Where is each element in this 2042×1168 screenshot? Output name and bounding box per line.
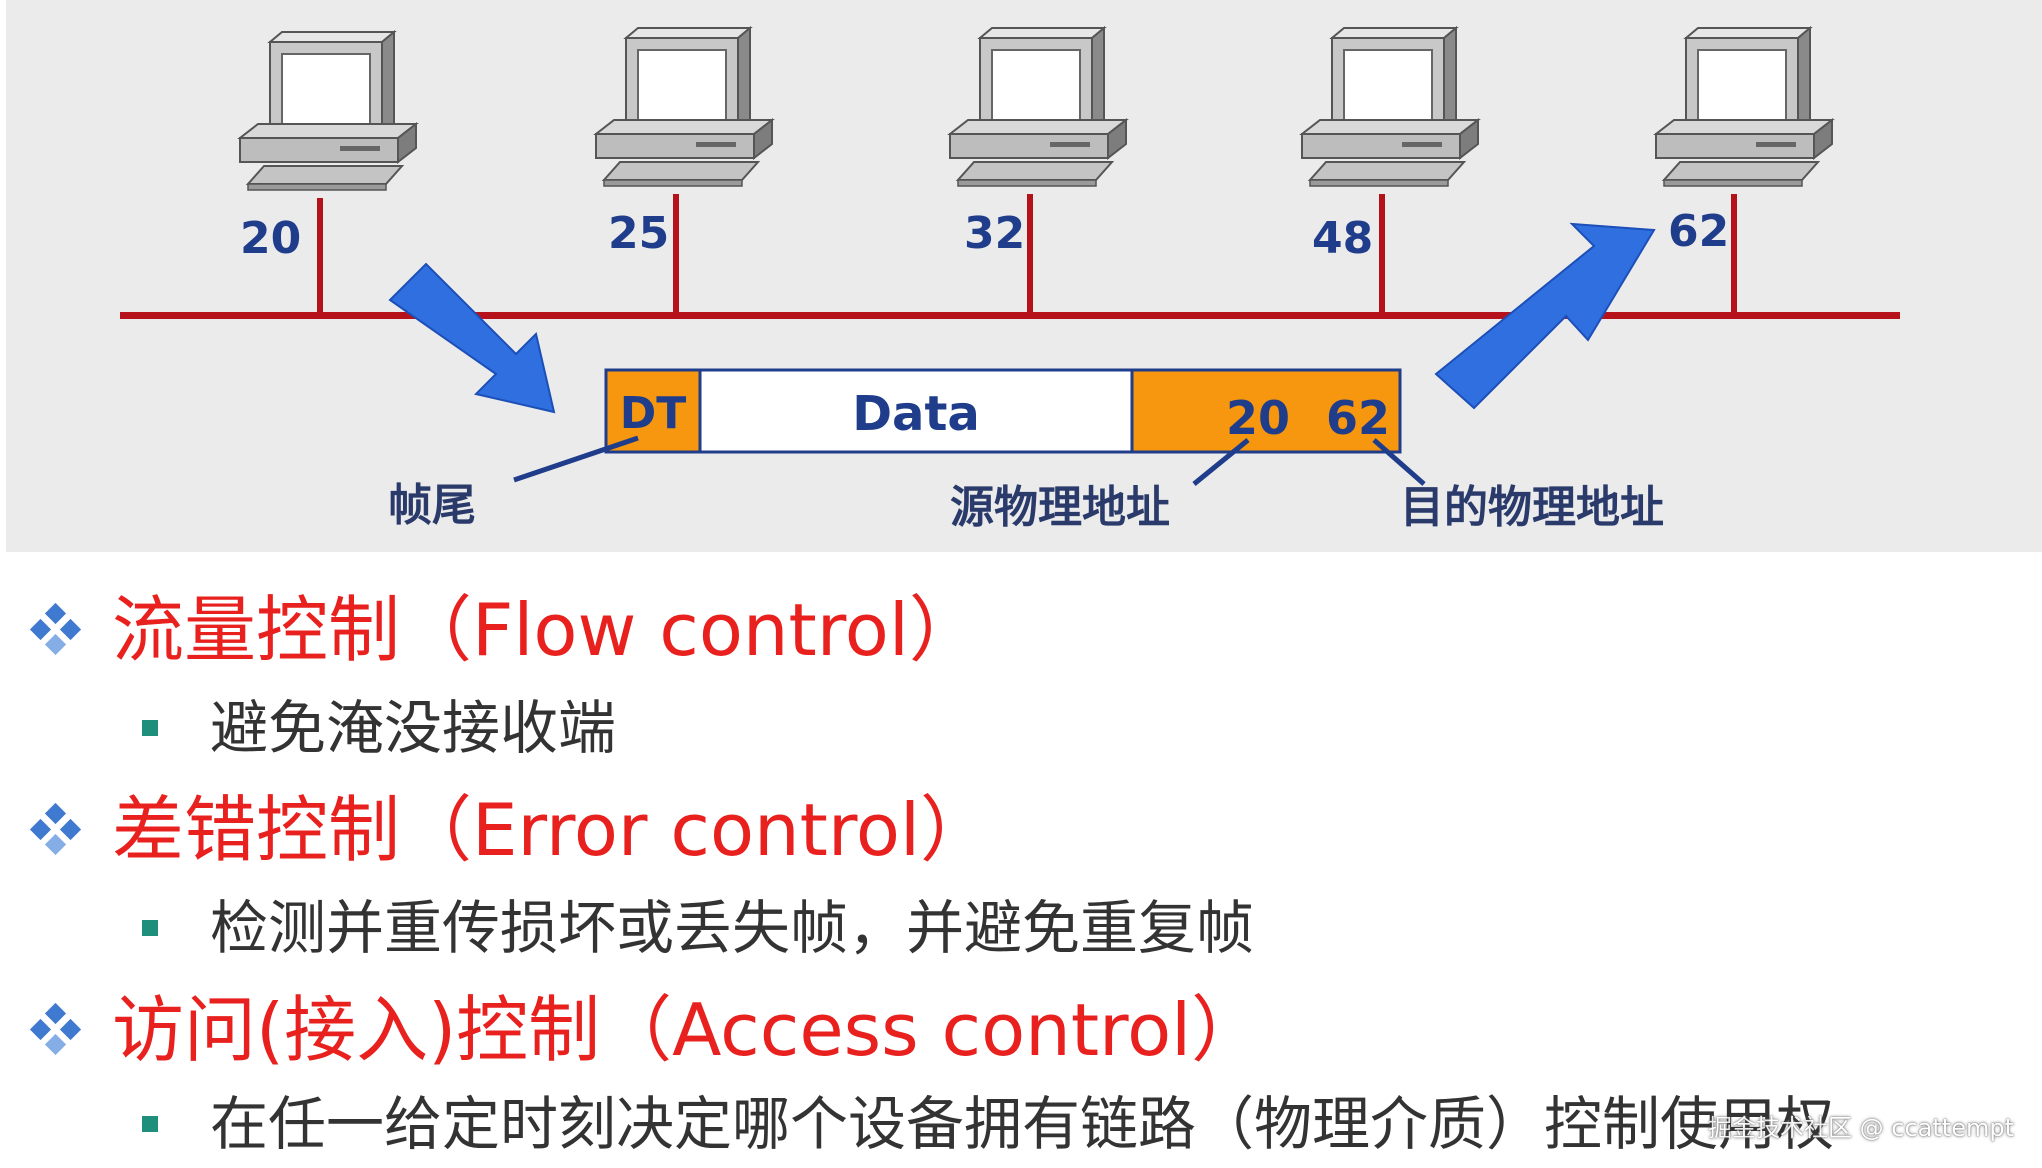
send-arrow-icon bbox=[388, 262, 556, 414]
bus-network-diagram: 20 25 32 48 62 DT Data 20 62 帧尾 源物理地址 目的… bbox=[120, 27, 1900, 533]
station-address: 32 bbox=[964, 208, 1025, 259]
diamond-bullet-icon bbox=[29, 1002, 82, 1056]
bullet-detail: 检测并重传损坏或丢失帧，并避免重复帧 bbox=[210, 894, 1255, 962]
bullet-heading: 访问(接入)控制（Access control） bbox=[112, 988, 1264, 1072]
station-pc bbox=[949, 27, 1127, 314]
bullet-heading: 流量控制（Flow control） bbox=[112, 588, 981, 672]
receive-arrow-icon bbox=[1434, 222, 1656, 410]
bullet-flow-control: 流量控制（Flow control） bbox=[29, 580, 981, 680]
station-pc bbox=[1655, 27, 1833, 314]
station-address: 62 bbox=[1668, 206, 1729, 257]
frame-source-address: 20 bbox=[1226, 391, 1290, 445]
square-bullet-icon bbox=[142, 920, 158, 936]
diamond-bullet-icon bbox=[29, 802, 82, 856]
trailer-leader-line bbox=[513, 435, 639, 483]
computer-icon bbox=[595, 27, 773, 187]
frame: DT Data 20 62 bbox=[604, 368, 1402, 454]
bullet-detail: 在任一给定时刻决定哪个设备拥有链路（物理介质）控制使用权 bbox=[210, 1090, 1835, 1158]
square-bullet-icon bbox=[142, 720, 158, 736]
diamond-bullet-icon bbox=[29, 602, 82, 656]
frame-header-field bbox=[1130, 368, 1402, 454]
bullet-detail: 避免淹没接收端 bbox=[210, 694, 617, 762]
bullet-heading: 差错控制（Error control） bbox=[112, 788, 992, 872]
bus-line bbox=[120, 312, 1900, 319]
station-address: 20 bbox=[240, 213, 301, 264]
bullet-list: 流量控制（Flow control） 避免淹没接收端 差错控制（Error co… bbox=[0, 560, 2042, 1168]
bullet-access-control: 访问(接入)控制（Access control） bbox=[29, 980, 1264, 1080]
frame-data-field bbox=[698, 368, 1134, 454]
station-address: 48 bbox=[1312, 213, 1373, 264]
frame-destination-address: 62 bbox=[1326, 391, 1390, 445]
station-pc bbox=[595, 27, 773, 314]
trailer-callout: 帧尾 bbox=[388, 480, 476, 531]
source-leader-line bbox=[1192, 438, 1250, 486]
network-diagram: 20 25 32 48 62 DT Data 20 62 帧尾 源物理地址 目的… bbox=[6, 0, 2042, 552]
frame-data-text: Data bbox=[852, 386, 980, 442]
square-bullet-icon bbox=[142, 1116, 158, 1132]
station-address: 25 bbox=[608, 208, 669, 259]
station-pc bbox=[1301, 27, 1479, 314]
computer-icon bbox=[1655, 27, 1833, 187]
computer-icon bbox=[949, 27, 1127, 187]
frame-trailer-text: DT bbox=[620, 388, 687, 439]
sub-bullet: 检测并重传损坏或丢失帧，并避免重复帧 bbox=[142, 886, 1254, 970]
watermark: 掘金技术社区 @ ccattempt bbox=[1708, 1114, 2014, 1142]
sub-bullet: 在任一给定时刻决定哪个设备拥有链路（物理介质）控制使用权 bbox=[142, 1082, 1834, 1166]
station-pc bbox=[239, 31, 417, 314]
source-address-callout: 源物理地址 bbox=[950, 482, 1170, 533]
computer-icon bbox=[1301, 27, 1479, 187]
destination-leader-line bbox=[1372, 438, 1426, 486]
computer-icon bbox=[239, 31, 417, 191]
bullet-error-control: 差错控制（Error control） bbox=[29, 780, 992, 880]
sub-bullet: 避免淹没接收端 bbox=[142, 686, 616, 770]
destination-address-callout: 目的物理地址 bbox=[1400, 482, 1664, 533]
